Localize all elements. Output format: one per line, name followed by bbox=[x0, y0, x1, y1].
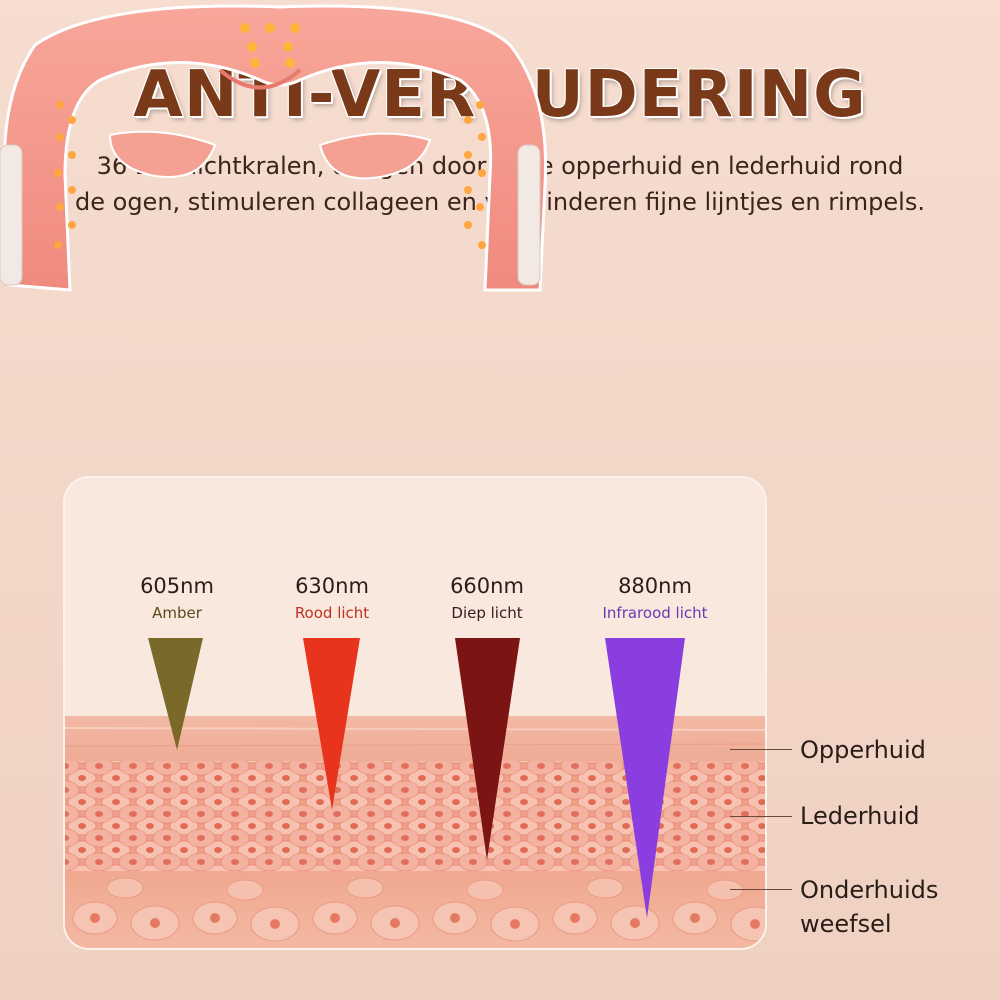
layer-label-onderhuids: Onderhuids weefsel bbox=[800, 873, 938, 941]
wavelength-880-name: Infrarood licht bbox=[602, 604, 708, 622]
layer-label-opperhuid: Opperhuid bbox=[800, 736, 926, 764]
onderhuids-pointer-line bbox=[730, 889, 792, 890]
wavelength-605-value: 605nm bbox=[140, 574, 214, 598]
led-eye-mask-illustration bbox=[0, 4, 548, 292]
light-penetration-cones bbox=[148, 638, 685, 918]
wavelength-630: 630nm Rood licht bbox=[262, 574, 402, 622]
wavelength-630-value: 630nm bbox=[295, 574, 369, 598]
wavelength-880: 880nm Infrarood licht bbox=[575, 574, 735, 622]
wavelength-660: 660nm Diep licht bbox=[417, 574, 557, 622]
wavelength-630-name: Rood licht bbox=[294, 604, 370, 622]
lederhuid-pointer-line bbox=[730, 816, 792, 817]
red-light-cone bbox=[303, 638, 360, 810]
opperhuid-pointer-line bbox=[730, 749, 792, 750]
wavelength-660-value: 660nm bbox=[450, 574, 524, 598]
layer-label-onderhuids-line1: Onderhuids bbox=[800, 876, 939, 904]
wavelength-605-name: Amber bbox=[152, 604, 202, 622]
skin-diagram-card: 605nm Amber 630nm Rood licht 660nm Diep … bbox=[65, 478, 765, 948]
wavelength-880-value: 880nm bbox=[618, 574, 692, 598]
wavelength-660-name: Diep licht bbox=[451, 604, 523, 622]
layer-label-onderhuids-line2: weefsel bbox=[800, 910, 892, 938]
amber-light-cone bbox=[148, 638, 203, 750]
infrared-light-cone bbox=[605, 638, 685, 918]
deep-red-light-cone bbox=[455, 638, 520, 860]
layer-label-lederhuid: Lederhuid bbox=[800, 802, 920, 830]
wavelength-605: 605nm Amber bbox=[107, 574, 247, 622]
